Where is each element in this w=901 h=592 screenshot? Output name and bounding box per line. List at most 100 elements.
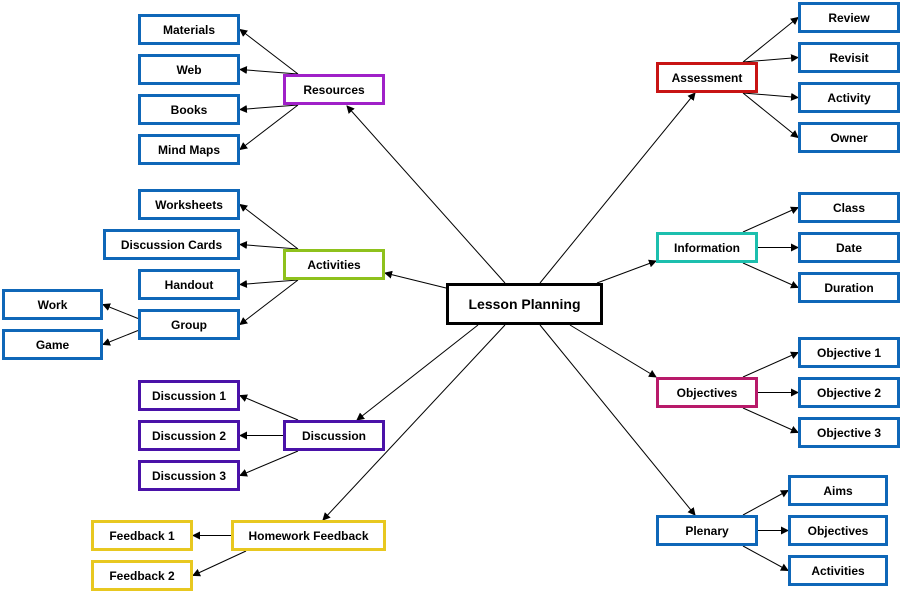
homework-child-feedback-2-label: Feedback 2 [109,568,175,583]
resources-child-books[interactable]: Books [138,94,240,125]
assessment-child-review-label: Review [828,10,870,25]
edge-root-information [596,259,657,284]
resources-child-books-label: Books [170,102,208,117]
objectives-child-objective-3[interactable]: Objective 3 [798,417,900,448]
branch-discussion-label: Discussion [301,428,367,443]
homework-child-feedback-2[interactable]: Feedback 2 [91,560,193,591]
edge-assessment-review [742,16,799,63]
edge-root-homework [322,324,506,521]
objectives-child-objective-1[interactable]: Objective 1 [798,337,900,368]
activities-child-worksheets-label: Worksheets [155,197,223,212]
branch-activities-label: Activities [307,257,361,272]
discussion-child-discussion-3[interactable]: Discussion 3 [138,460,240,491]
objectives-child-objective-3-label: Objective 3 [816,425,882,440]
edge-group-game [102,330,139,346]
discussion-child-discussion-2[interactable]: Discussion 2 [138,420,240,451]
information-child-class[interactable]: Class [798,192,900,223]
resources-child-materials[interactable]: Materials [138,14,240,45]
edge-resources-web [239,66,299,75]
branch-assessment[interactable]: Assessment [656,62,758,93]
resources-child-web[interactable]: Web [138,54,240,85]
edge-root-resources [346,105,506,284]
homework-child-feedback-1[interactable]: Feedback 1 [91,520,193,551]
assessment-child-owner-label: Owner [830,130,868,145]
edge-resources-mind-maps [239,104,299,151]
edge-root-activities [384,270,447,289]
activities-child-handout-label: Handout [164,277,214,292]
branch-activities[interactable]: Activities [283,249,385,280]
branch-information[interactable]: Information [656,232,758,263]
edge-objectives-objective-3 [742,407,799,434]
edge-activities-discussion-cards [239,241,299,250]
edge-resources-books [239,104,299,113]
edge-root-objectives [569,324,657,378]
edge-plenary-activities [742,545,789,571]
group-child-game[interactable]: Game [2,329,103,360]
edge-activities-group [239,279,299,326]
activities-child-discussion-cards-label: Discussion Cards [120,237,223,252]
assessment-child-activity-label: Activity [827,90,871,105]
edge-activities-handout [239,279,299,288]
edge-discussion-discussion-1 [239,394,299,421]
edge-discussion-discussion-3 [239,450,299,477]
plenary-child-activities[interactable]: Activities [788,555,888,586]
discussion-child-discussion-1-label: Discussion 1 [151,388,227,403]
assessment-child-review[interactable]: Review [798,2,900,33]
objectives-child-objective-1-label: Objective 1 [816,345,882,360]
branch-objectives[interactable]: Objectives [656,377,758,408]
plenary-child-objectives-label: Objectives [807,523,869,538]
edge-activities-worksheets [239,203,299,250]
discussion-child-discussion-1[interactable]: Discussion 1 [138,380,240,411]
activities-child-worksheets[interactable]: Worksheets [138,189,240,220]
branch-assessment-label: Assessment [671,70,743,85]
edge-assessment-revisit [742,54,799,63]
activities-child-group-label: Group [171,317,207,332]
root-node-lesson-planning-label: Lesson Planning [468,296,581,312]
activities-child-handout[interactable]: Handout [138,269,240,300]
activities-child-discussion-cards[interactable]: Discussion Cards [103,229,240,260]
branch-resources[interactable]: Resources [283,74,385,105]
branch-plenary[interactable]: Plenary [656,515,758,546]
branch-homework[interactable]: Homework Feedback [231,520,386,551]
information-child-date[interactable]: Date [798,232,900,263]
information-child-class-label: Class [832,200,866,215]
assessment-child-owner[interactable]: Owner [798,122,900,153]
resources-child-materials-label: Materials [162,22,216,37]
group-child-work[interactable]: Work [2,289,103,320]
edge-homework-feedback-2 [192,550,247,577]
group-child-work-label: Work [37,297,68,312]
information-child-date-label: Date [835,240,862,255]
plenary-child-objectives[interactable]: Objectives [788,515,888,546]
edge-information-class [742,206,799,233]
activities-child-group[interactable]: Group [138,309,240,340]
information-child-duration-label: Duration [824,280,874,295]
plenary-child-aims[interactable]: Aims [788,475,888,506]
resources-child-mind-maps[interactable]: Mind Maps [138,134,240,165]
root-node-lesson-planning[interactable]: Lesson Planning [446,283,603,325]
discussion-child-discussion-3-label: Discussion 3 [151,468,227,483]
homework-child-feedback-1-label: Feedback 1 [109,528,175,543]
assessment-child-revisit[interactable]: Revisit [798,42,900,73]
edge-root-discussion [356,324,479,421]
edge-group-work [102,303,139,319]
assessment-child-activity[interactable]: Activity [798,82,900,113]
edge-root-plenary [539,324,696,516]
plenary-child-aims-label: Aims [823,483,853,498]
branch-discussion[interactable]: Discussion [283,420,385,451]
branch-resources-label: Resources [303,82,365,97]
edge-root-assessment [539,92,696,284]
branch-information-label: Information [674,240,740,255]
objectives-child-objective-2[interactable]: Objective 2 [798,377,900,408]
resources-child-web-label: Web [176,62,202,77]
discussion-child-discussion-2-label: Discussion 2 [151,428,227,443]
branch-objectives-label: Objectives [676,385,738,400]
branch-plenary-label: Plenary [685,523,729,538]
assessment-child-revisit-label: Revisit [829,50,869,65]
edge-information-duration [742,262,799,289]
branch-homework-label: Homework Feedback [248,528,369,543]
edge-plenary-aims [742,490,789,516]
information-child-duration[interactable]: Duration [798,272,900,303]
plenary-child-activities-label: Activities [811,563,865,578]
